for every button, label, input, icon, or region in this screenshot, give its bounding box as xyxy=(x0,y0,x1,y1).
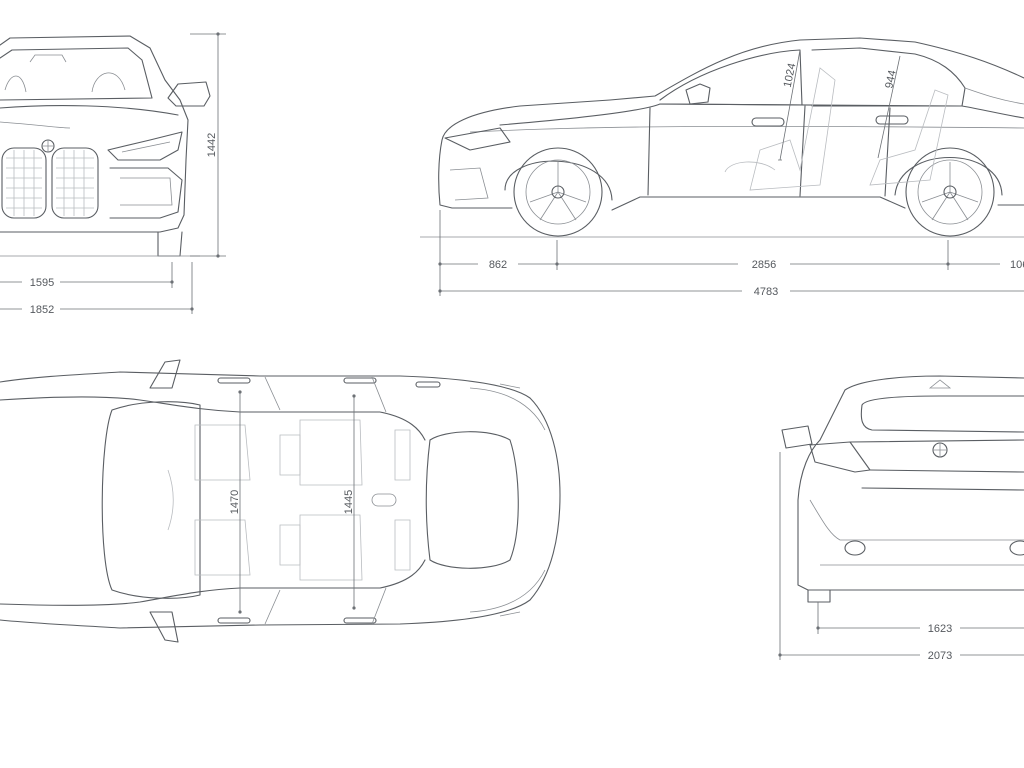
front-track-label: 1595 xyxy=(30,277,54,289)
rear-width-label: 2073 xyxy=(928,650,952,662)
wheelbase-label: 2856 xyxy=(752,259,776,271)
top-view: 1470 1445 xyxy=(0,359,561,643)
side-view: 1024 944 862 2856 1065 4783 xyxy=(420,37,1024,298)
rear-view: 1623 2073 xyxy=(778,375,1024,662)
length-label: 4783 xyxy=(754,286,778,298)
rear-shoulder-width-label: 1445 xyxy=(343,490,355,514)
front-headroom-label: 1024 xyxy=(782,62,799,88)
rear-track-label: 1623 xyxy=(928,623,952,635)
front-overhang-label: 862 xyxy=(489,259,507,271)
front-shoulder-width-label: 1470 xyxy=(229,490,241,514)
front-width-label: 1852 xyxy=(30,304,54,316)
front-height-label: 1442 xyxy=(206,133,218,157)
rear-overhang-label: 1065 xyxy=(1010,259,1024,271)
rear-headroom-label: 944 xyxy=(883,69,899,89)
front-view: 1442 1595 1852 xyxy=(0,32,226,316)
